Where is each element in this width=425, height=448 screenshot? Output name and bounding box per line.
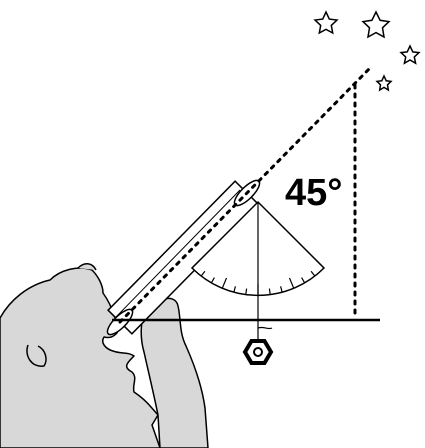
- star-icon: [363, 12, 389, 37]
- protractor-tick: [246, 289, 247, 295]
- star-icon: [401, 46, 419, 63]
- angle-label: 45°: [285, 172, 342, 214]
- plumb-string-curl: [258, 327, 272, 328]
- protractor-tick: [269, 289, 270, 295]
- star-icon: [377, 76, 391, 90]
- star-icon: [315, 12, 337, 33]
- stars: [315, 12, 419, 90]
- hex-nut-weight-icon: [245, 341, 271, 363]
